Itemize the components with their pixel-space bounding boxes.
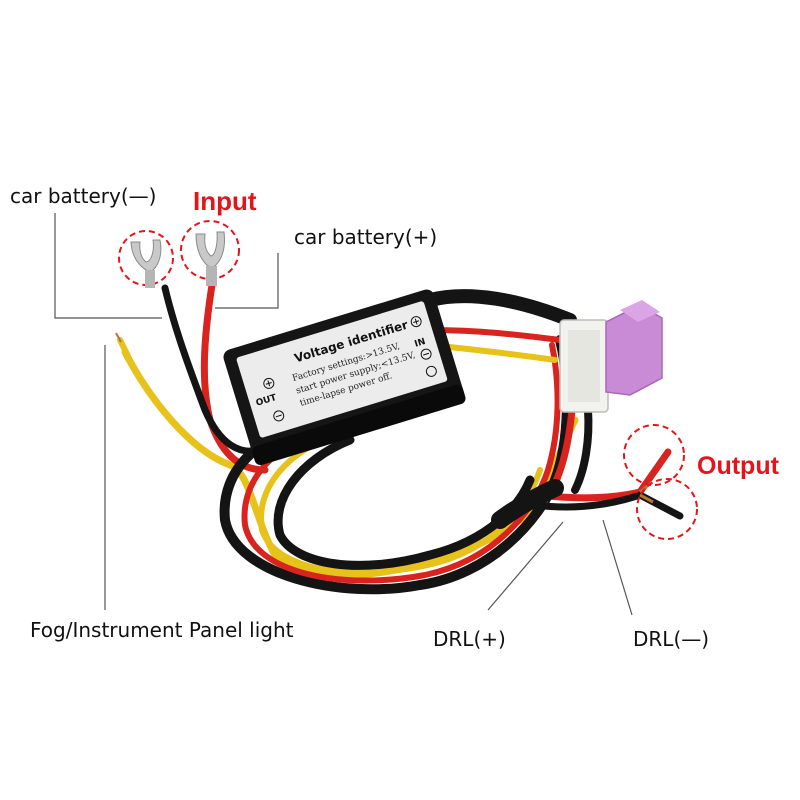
drl-neg-copper — [639, 493, 654, 504]
black-cable-top — [423, 289, 577, 327]
black-fuse-wire-down — [571, 406, 593, 494]
leader-lines — [54, 213, 633, 616]
fuse-socket-ridge — [568, 330, 600, 402]
black-input-wire — [161, 284, 264, 455]
output-circle-neg — [636, 478, 698, 540]
leader-battery-neg — [54, 213, 162, 319]
module-label-plate — [236, 301, 448, 438]
wire-bundle — [121, 281, 644, 595]
red-wire-top — [427, 327, 563, 343]
in-minus-glyph — [423, 352, 430, 356]
fuse-top — [620, 300, 660, 322]
label-battery-pos: car battery(+) — [294, 225, 437, 249]
red-loop-wire — [241, 342, 561, 584]
label-drl-neg: DRL(—) — [633, 627, 709, 651]
module-side — [252, 384, 466, 466]
battery-neg-terminal — [130, 239, 162, 273]
input-terminals — [118, 220, 240, 288]
battery-pos-crimp — [206, 266, 217, 286]
out-minus-icon — [273, 410, 285, 422]
label-output: Output — [697, 452, 780, 480]
in-minus-icon — [420, 348, 432, 360]
voltage-module: Voltage identifier Factory settings:>13.… — [223, 289, 466, 466]
output-circle-pos — [623, 424, 685, 486]
output-heatshrink — [491, 479, 564, 529]
battery-pos-terminal — [195, 231, 225, 269]
label-fog-panel: Fog/Instrument Panel light — [30, 618, 294, 642]
battery-neg-crimp — [145, 270, 155, 288]
leader-drl-neg — [602, 519, 633, 616]
output-tips — [623, 424, 698, 540]
in-plus-glyph — [413, 318, 420, 325]
label-input: Input — [193, 186, 257, 216]
drl-pos-tip — [636, 448, 672, 496]
out-plus-glyph — [265, 380, 272, 387]
fog-copper — [115, 332, 122, 343]
in-plus-icon — [410, 316, 422, 328]
out-plus-icon — [263, 377, 275, 389]
drl-neg-wire — [531, 491, 644, 511]
label-drl-pos: DRL(+) — [433, 627, 506, 651]
leader-drl-pos — [487, 521, 564, 611]
out-minus-glyph — [275, 414, 282, 418]
label-battery-neg: car battery(—) — [10, 184, 156, 208]
leader-battery-pos — [215, 253, 279, 309]
fog-wire-tip — [115, 332, 131, 359]
fog-wire-end — [117, 337, 131, 359]
fuse-connector — [559, 300, 663, 413]
d-icon — [425, 365, 437, 377]
module-in-label: IN — [414, 337, 427, 350]
